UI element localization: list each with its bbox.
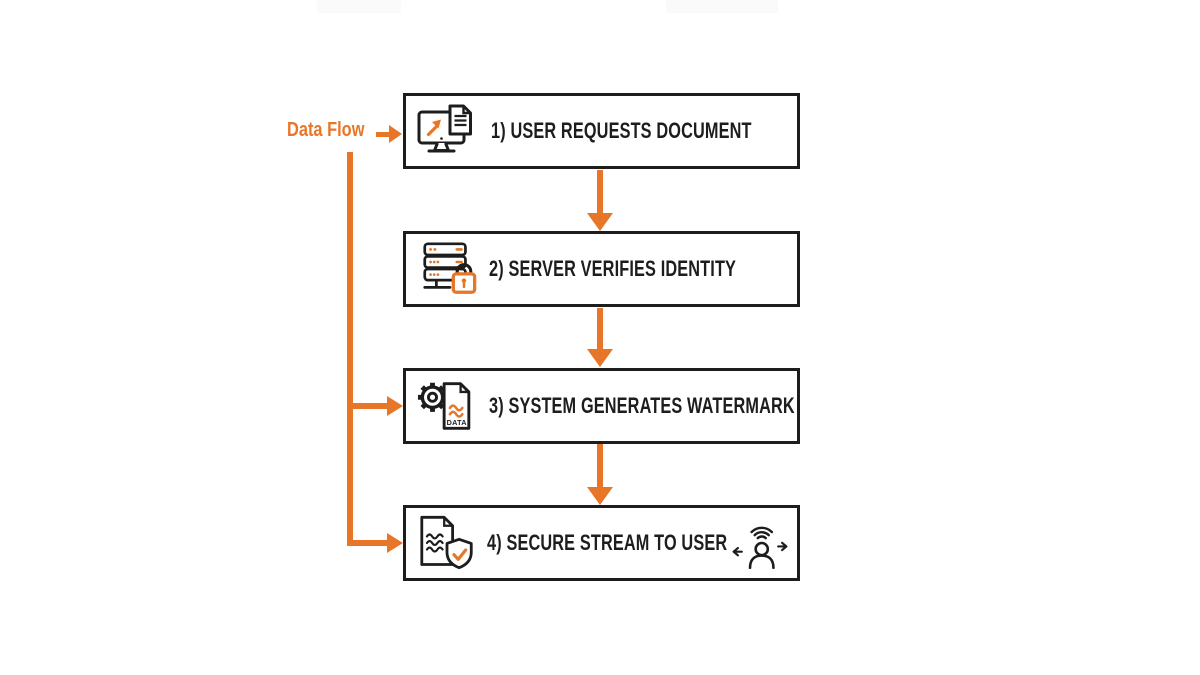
streaming-user-icon bbox=[732, 526, 788, 569]
server-lock-icon bbox=[423, 242, 477, 294]
step-1-label: 1) USER REQUESTS DOCUMENT bbox=[491, 118, 752, 143]
gear-data-document-icon: DATA bbox=[417, 382, 471, 430]
connector-2-3-shaft bbox=[597, 308, 603, 350]
icon-data-text: DATA bbox=[447, 418, 468, 427]
connector-2-3-arrow-icon bbox=[587, 349, 613, 367]
branch-to-step-4-arrow-icon bbox=[387, 533, 403, 553]
step-2-label: 2) SERVER VERIFIES IDENTITY bbox=[489, 256, 737, 281]
faint-top-bar-left bbox=[317, 0, 401, 13]
branch-to-step-4-shaft bbox=[347, 540, 387, 546]
data-flow-label: Data Flow bbox=[287, 119, 365, 141]
connector-1-2-shaft bbox=[597, 170, 603, 214]
step-3-label: 3) SYSTEM GENERATES WATERMARK bbox=[489, 393, 795, 418]
connector-3-4-arrow-icon bbox=[587, 487, 613, 505]
step-4-label: 4) SECURE STREAM TO USER bbox=[487, 530, 728, 555]
branch-to-step-3-arrow-icon bbox=[387, 396, 403, 416]
legend-arrow-right-icon bbox=[389, 125, 402, 143]
legend-arrow-shaft bbox=[376, 131, 390, 137]
data-flow-trunk-line bbox=[347, 152, 353, 546]
flow-step-3: DATA 3) SYSTEM GENERATES WATERMARK bbox=[403, 368, 800, 444]
flow-step-1: 1) USER REQUESTS DOCUMENT bbox=[403, 93, 800, 169]
watermarked-document-shield-icon bbox=[420, 515, 473, 570]
flow-step-4: 4) SECURE STREAM TO USER bbox=[403, 505, 800, 581]
faint-top-bar-right bbox=[666, 0, 778, 13]
monitor-request-document-icon bbox=[417, 104, 472, 153]
connector-1-2-arrow-icon bbox=[587, 213, 613, 231]
branch-to-step-3-shaft bbox=[347, 403, 387, 409]
flow-step-2: 2) SERVER VERIFIES IDENTITY bbox=[403, 231, 800, 307]
connector-3-4-shaft bbox=[597, 444, 603, 488]
